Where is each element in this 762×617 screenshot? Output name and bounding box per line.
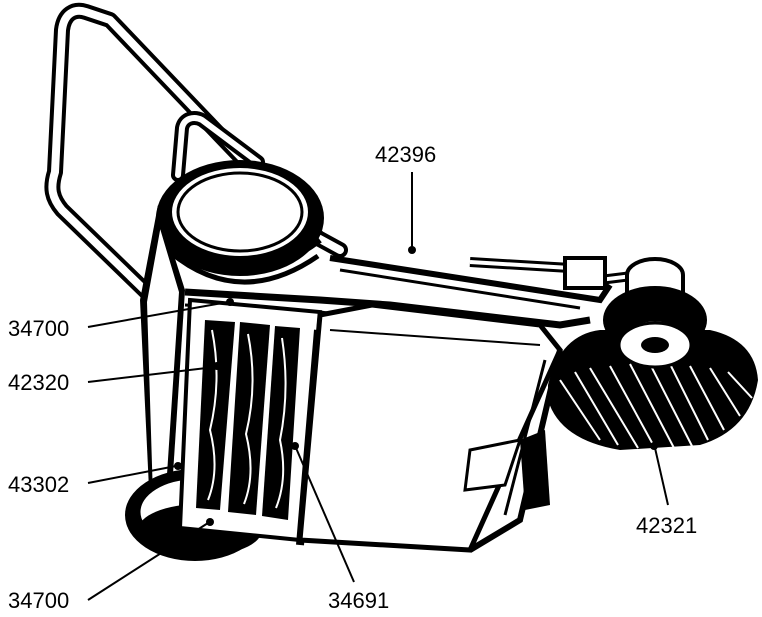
leader-dot-34700-lower xyxy=(206,518,214,526)
leader-34700-lower xyxy=(87,522,209,601)
callout-34700-lower: 34700 xyxy=(8,588,69,613)
callout-42321: 42321 xyxy=(636,513,697,538)
frame-arm xyxy=(469,256,641,290)
callout-42396: 42396 xyxy=(375,142,436,167)
leader-dot-42396 xyxy=(408,246,416,254)
leader-dot-43302 xyxy=(174,462,182,470)
callout-43302: 43302 xyxy=(8,472,69,497)
leader-dot-42320 xyxy=(213,362,221,370)
side-brush-bristles xyxy=(548,321,758,451)
leader-dot-42321 xyxy=(650,442,658,450)
upper-wheel-drum xyxy=(156,160,324,285)
leader-dot-34691 xyxy=(291,442,299,450)
callout-34700-upper: 34700 xyxy=(8,316,69,341)
callout-34691: 34691 xyxy=(328,588,389,613)
callout-42320: 42320 xyxy=(8,370,69,395)
leader-dot-34700-upper xyxy=(226,298,234,306)
leader-43302 xyxy=(87,465,177,484)
hopper-container xyxy=(297,302,563,553)
handle-frame xyxy=(44,2,348,313)
left-side-panel xyxy=(140,205,185,520)
leader-34691 xyxy=(295,447,355,583)
leader-34700-upper xyxy=(87,301,229,328)
leader-42320 xyxy=(87,366,216,383)
leader-42321 xyxy=(654,447,669,506)
callout-labels: 42396 34700 42320 43302 34700 34691 4232… xyxy=(8,142,697,613)
callout-leaders xyxy=(87,172,669,601)
brush-compartment xyxy=(177,297,323,546)
